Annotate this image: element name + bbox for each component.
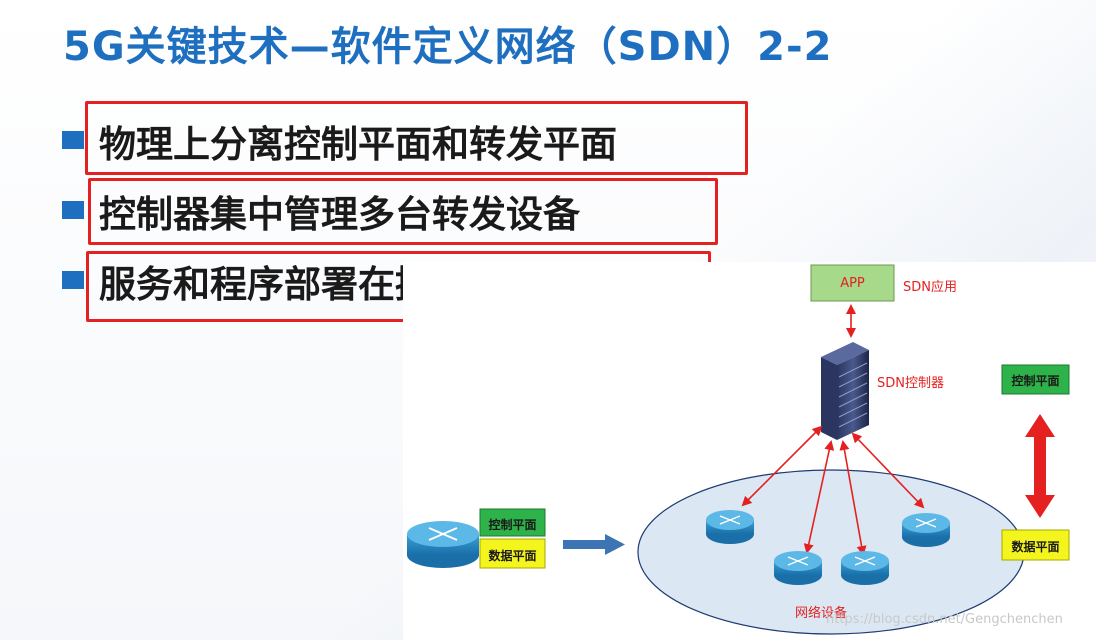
router-icon-3 — [841, 551, 889, 585]
right-control-plane-label: 控制平面 — [1011, 374, 1060, 388]
left-control-plane-label: 控制平面 — [488, 518, 537, 532]
bullet-square-icon — [62, 271, 84, 289]
bullet-square-icon — [62, 131, 84, 149]
traditional-router-icon — [407, 521, 479, 568]
router-icon-1 — [706, 510, 754, 544]
right-control-plane-box — [1001, 364, 1070, 395]
router-icon-2 — [774, 551, 822, 585]
plane-separation-arrow-icon — [1025, 414, 1055, 518]
watermark: https://blog.csdn.net/Gengchenchen — [826, 612, 1063, 627]
sdn-architecture-diagram: APP SDN应用 SDN控制器 控制平面 数据平面 控制平面 数据平面 网络设… — [403, 262, 1096, 640]
network-devices-label: 网络设备 — [795, 606, 848, 621]
sdn-controller-server-icon — [821, 342, 869, 440]
right-data-plane-box — [1001, 529, 1070, 561]
left-data-plane-box — [479, 538, 546, 569]
highlight-box-2 — [88, 178, 718, 245]
transition-arrow-icon — [563, 534, 625, 555]
app-label: APP — [840, 276, 865, 291]
highlight-box-1 — [85, 101, 748, 175]
left-control-plane-box — [479, 508, 546, 537]
right-data-plane-label: 数据平面 — [1011, 540, 1060, 554]
router-icon-4 — [902, 513, 950, 547]
slide-title: 5G关键技术—软件定义网络（SDN）2-2 — [63, 24, 833, 70]
sdn-app-label: SDN应用 — [903, 280, 957, 295]
bullet-text: 物理上分离控制平面和转发平面 — [99, 123, 617, 166]
bullet-square-icon — [62, 201, 84, 219]
bullet-text: 控制器集中管理多台转发设备 — [99, 193, 580, 236]
left-data-plane-label: 数据平面 — [488, 549, 537, 563]
app-box — [810, 264, 895, 302]
sdn-controller-label: SDN控制器 — [877, 376, 944, 391]
